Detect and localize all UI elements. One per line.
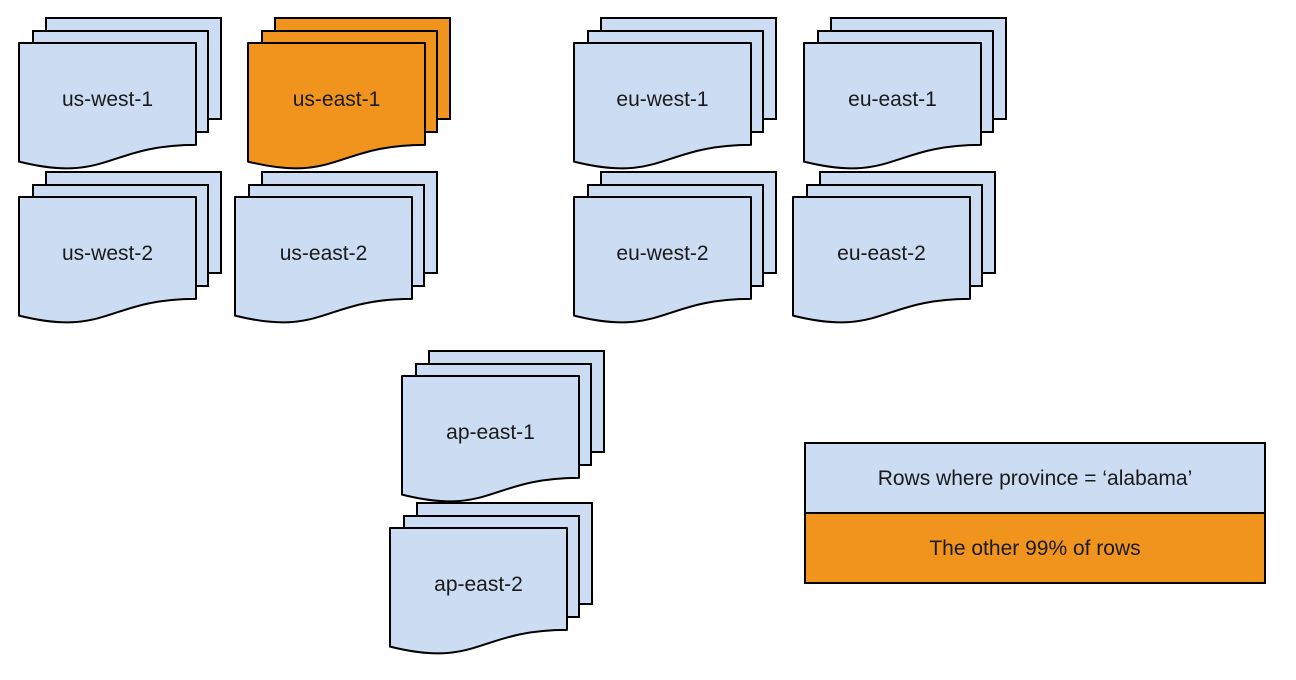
doc-stack-ap-east-1: ap-east-1 [402,350,605,503]
doc-label: ap-east-2 [434,573,523,596]
legend-row-2: The other 99% of rows [806,514,1264,582]
doc-stack-eu-east-1: eu-east-1 [804,17,1007,170]
legend-label: The other 99% of rows [929,536,1141,560]
document-shape-icon [402,376,579,503]
doc-stack-eu-west-2: eu-west-2 [574,171,777,324]
document-shape-icon [804,43,981,170]
document-shape-icon [390,528,567,655]
doc-label: eu-east-2 [837,242,926,265]
doc-label: ap-east-1 [446,421,535,444]
legend-row-1: Rows where province = ‘alabama’ [806,444,1264,514]
doc-stack-eu-east-2: eu-east-2 [793,171,996,324]
document-shape-icon [574,43,751,170]
document-shape-icon [19,43,196,170]
legend: Rows where province = ‘alabama’ The othe… [804,442,1266,584]
doc-label: us-east-1 [292,88,381,111]
doc-stack-us-east-2: us-east-2 [235,171,438,324]
document-shape-icon [235,197,412,324]
document-shape-icon [793,197,970,324]
doc-label: eu-west-1 [616,88,709,111]
document-shape-icon [19,197,196,324]
doc-stack-eu-west-1: eu-west-1 [574,17,777,170]
document-shape-icon [574,197,751,324]
doc-stack-ap-east-2: ap-east-2 [390,502,593,655]
doc-label: us-west-1 [61,88,154,111]
doc-stack-us-west-2: us-west-2 [19,171,222,324]
doc-stack-us-east-1: us-east-1 [248,17,451,170]
doc-label: eu-east-1 [848,88,937,111]
document-shape-icon [248,43,425,170]
doc-label: eu-west-2 [616,242,709,265]
doc-label: us-west-2 [61,242,154,265]
legend-label: Rows where province = ‘alabama’ [877,466,1193,490]
doc-label: us-east-2 [279,242,368,265]
doc-stack-us-west-1: us-west-1 [19,17,222,170]
